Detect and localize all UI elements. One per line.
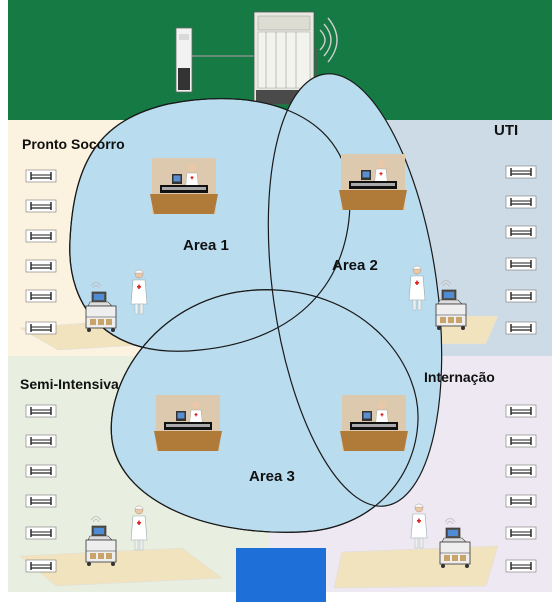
area-label-1: Area 1: [183, 237, 229, 254]
nurse-station-area-1: [149, 157, 219, 215]
nurse-semi-intensiva: [130, 505, 148, 551]
bed-column-uti: [505, 165, 537, 335]
bed-column-internacao: [505, 404, 537, 573]
computer-cart-internacao: [439, 518, 471, 569]
zone-label-internacao: Internação: [424, 369, 495, 385]
zone-label-pronto-socorro: Pronto Socorro: [22, 136, 125, 152]
network-tower-icon: [175, 27, 193, 93]
internacao-floor: [333, 545, 499, 589]
computer-cart-uti: [435, 280, 467, 331]
semi-intensiva-floor: [19, 547, 223, 587]
nurse-station-area-2: [338, 153, 408, 211]
coverage-area-1-outline: [69, 97, 351, 352]
coverage-area-3-outline: [110, 289, 419, 533]
bed-column-pronto-socorro: [25, 169, 57, 335]
nurse-station-internacao: [339, 394, 409, 452]
nurse-station-area-3: [153, 394, 223, 452]
nurse-internacao: [410, 503, 428, 549]
computer-cart-semi-intensiva: [85, 516, 117, 567]
area-label-2: Area 2: [332, 257, 378, 274]
zone-label-uti: UTI: [494, 122, 519, 139]
area-label-3: Area 3: [249, 468, 295, 485]
zone-label-semi-intensiva: Semi-Intensiva: [20, 376, 119, 392]
corridor-block: [236, 548, 326, 602]
bed-column-semi-intensiva: [25, 404, 57, 573]
